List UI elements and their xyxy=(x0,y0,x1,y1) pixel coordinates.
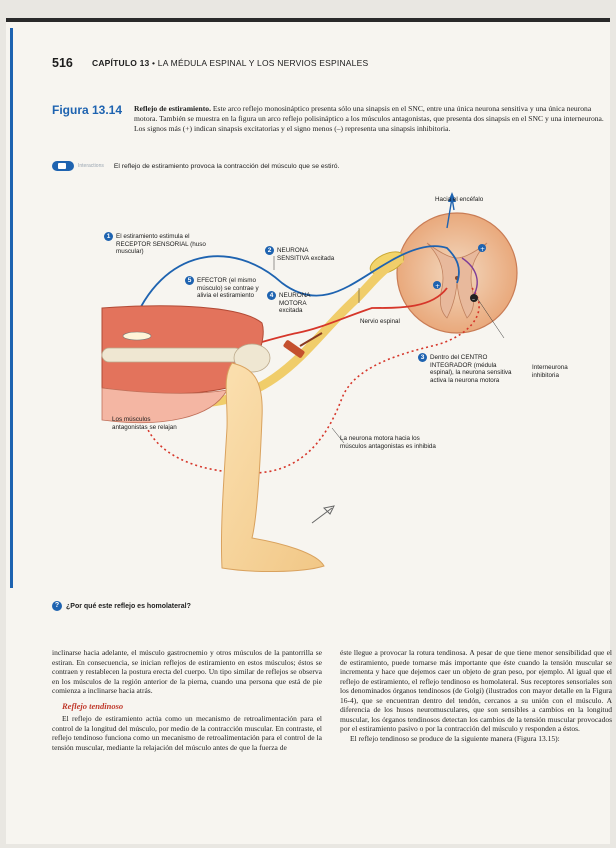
excitatory-synapse-icon-2 xyxy=(478,244,486,252)
inhibited-motor-neuron xyxy=(146,287,480,474)
chapter-title: LA MÉDULA ESPINAL Y LOS NERVIOS ESPINALE… xyxy=(157,58,369,68)
label-step-3: Dentro del CENTRO INTEGRADOR (médula esp… xyxy=(430,354,512,384)
label-step-2: NEURONA SENSITIVA excitada xyxy=(277,247,335,262)
top-border xyxy=(6,18,610,22)
header-bullet: • xyxy=(152,58,158,68)
brain-arrow-icon xyxy=(448,192,456,202)
reflex-hammer-icon xyxy=(283,332,323,358)
knee-joint xyxy=(233,343,271,373)
page-number: 516 xyxy=(52,56,73,70)
excitatory-synapse-icon xyxy=(433,281,441,289)
paragraph-right-1: éste llegue a provocar la rotura tendino… xyxy=(340,648,612,733)
label-hacia-encefalo: Hacia el encéfalo xyxy=(435,196,484,203)
label-step-1: El estiramiento estimula el RECEPTOR SEN… xyxy=(116,233,206,256)
question-icon: ? xyxy=(52,601,62,611)
figure-caption: Reflejo de estiramiento. Este arco refle… xyxy=(134,104,604,135)
interactive-physiology-row: Interactions El reflejo de estiramiento … xyxy=(52,161,339,171)
figure-question: ? ¿Por qué este reflejo es homolateral? xyxy=(52,601,191,611)
label-interneurona: Interneurona inhibitoria xyxy=(532,364,568,379)
step-4-badge: 4 xyxy=(267,291,276,300)
book-page: 516 CAPÍTULO 13 • LA MÉDULA ESPINAL Y LO… xyxy=(6,18,612,844)
step-3-badge: 3 xyxy=(418,353,427,362)
running-header: CAPÍTULO 13 • LA MÉDULA ESPINAL Y LOS NE… xyxy=(92,58,368,68)
femur-bone xyxy=(101,347,243,363)
caption-text: Este arco reflejo monosináptico presenta… xyxy=(134,104,604,134)
figure-label: Figura 13.14 xyxy=(52,103,123,117)
reflex-figure: + + – xyxy=(52,188,612,598)
chapter-number: CAPÍTULO 13 xyxy=(92,58,150,68)
text-column-left: inclinarse hacia adelante, el músculo ga… xyxy=(52,648,322,752)
question-text: ¿Por qué este reflejo es homolateral? xyxy=(66,602,191,610)
label-neurona-inhibida: La neurona motora hacia los músculos ant… xyxy=(340,435,436,450)
svg-text:+: + xyxy=(480,246,485,253)
text-column-right: éste llegue a provocar la rotura tendino… xyxy=(340,648,612,743)
lower-leg xyxy=(220,362,325,573)
label-step-5: EFECTOR (el mismo músculo) se contrae y … xyxy=(197,277,259,300)
ip-text: Interactions xyxy=(78,163,104,169)
sensory-neuron xyxy=(131,245,460,327)
svg-text:–: – xyxy=(472,296,475,303)
reflex-illustration: + + – xyxy=(101,192,518,573)
spinal-cord-section xyxy=(396,212,518,334)
side-rule xyxy=(10,28,13,588)
caption-title: Reflejo de estiramiento. xyxy=(134,104,211,113)
section-heading: Reflejo tendinoso xyxy=(62,700,124,711)
paragraph-left-1: inclinarse hacia adelante, el músculo ga… xyxy=(52,648,322,695)
label-step-4: NEURONA MOTORA excitada xyxy=(279,292,311,315)
label-nervio-espinal: Nervio espinal xyxy=(360,318,400,325)
inhibitory-synapse-icon xyxy=(470,294,478,302)
ip-logo-icon xyxy=(52,161,74,171)
muscle-spindle xyxy=(122,331,152,341)
step-2-badge: 2 xyxy=(265,246,274,255)
kick-arrow-icon xyxy=(311,507,333,524)
label-antagonistas: Los músculos antagonistas se relajan xyxy=(112,416,177,431)
paragraph-left-2: El reflejo de estiramiento actúa como un… xyxy=(52,714,322,752)
svg-text:+: + xyxy=(435,283,440,290)
paragraph-right-2: El reflejo tendinoso se produce de la si… xyxy=(350,733,560,743)
step-5-badge: 5 xyxy=(185,276,194,285)
step-1-badge: 1 xyxy=(104,232,113,241)
ip-caption: El reflejo de estiramiento provoca la co… xyxy=(113,162,340,170)
